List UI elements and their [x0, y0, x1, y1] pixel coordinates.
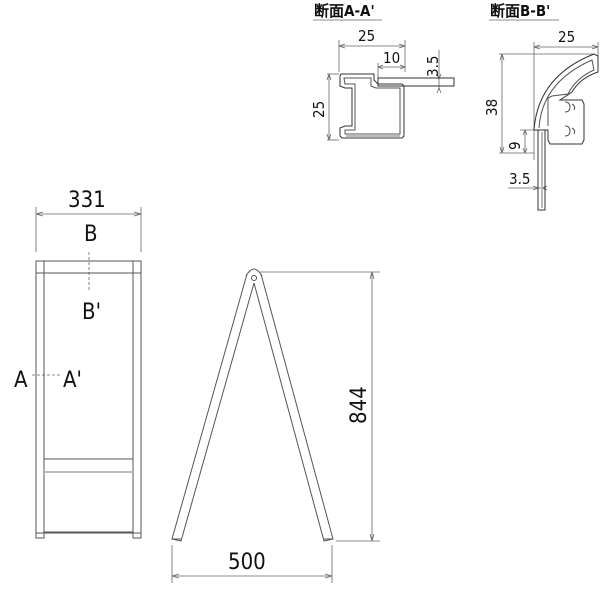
front-frame-outer [35, 260, 142, 534]
bb-slot-lower [564, 125, 576, 137]
arrow-icon [171, 573, 333, 579]
dim-aa-inner: 10 [383, 49, 400, 67]
dim-side-base: 500 [228, 550, 266, 575]
bb-panel [537, 129, 546, 211]
side-hinge-top [245, 268, 263, 277]
dim-bb-height: 38 [483, 99, 501, 116]
dim-aa-width: 25 [358, 27, 375, 45]
side-leg-left [171, 273, 255, 542]
side-view: 844 500 [171, 268, 380, 583]
aa-panel [377, 77, 455, 87]
dim-aa-height: 25 [310, 101, 328, 118]
dim-bb-width: 25 [558, 28, 575, 46]
arrow-icon [499, 53, 505, 154]
bb-slot-upper [564, 101, 576, 113]
section-aa: 断面A-A' 25 10 3.5 25 [310, 2, 455, 141]
side-leg-right [253, 273, 334, 542]
front-foot-right [132, 532, 142, 539]
hinge-pin-icon [251, 275, 257, 281]
arrow-icon [377, 64, 406, 70]
arrow-icon [436, 73, 442, 94]
arrow-icon [532, 185, 548, 191]
dim-bb-thickness: 3.5 [509, 170, 530, 188]
arrow-icon [338, 43, 406, 49]
front-view: 331 B B' A A' [14, 188, 142, 539]
label-a: A [14, 368, 28, 393]
section-aa-title: 断面A-A' [314, 2, 375, 20]
label-a-prime: A' [63, 368, 82, 393]
dim-bb-lower: 9 [506, 141, 524, 150]
label-b-prime: B' [82, 300, 101, 325]
bb-profile-outer [533, 53, 599, 145]
arrow-icon [533, 44, 599, 50]
arrow-icon [369, 271, 375, 542]
bb-profile-inner [538, 59, 595, 129]
aa-profile-inner [343, 77, 401, 135]
section-bb: 断面B-B' 25 38 9 3.5 [483, 2, 599, 211]
label-b: B [84, 222, 98, 247]
front-foot-left [35, 532, 45, 539]
section-bb-title: 断面B-B' [490, 2, 550, 20]
arrow-icon [35, 211, 142, 217]
arrow-icon [522, 129, 528, 154]
dim-side-height: 844 [347, 386, 372, 424]
arrow-icon [326, 73, 332, 141]
dim-front-width: 331 [68, 188, 106, 213]
dim-aa-thickness: 3.5 [424, 56, 442, 77]
aa-profile-outer [339, 73, 405, 139]
